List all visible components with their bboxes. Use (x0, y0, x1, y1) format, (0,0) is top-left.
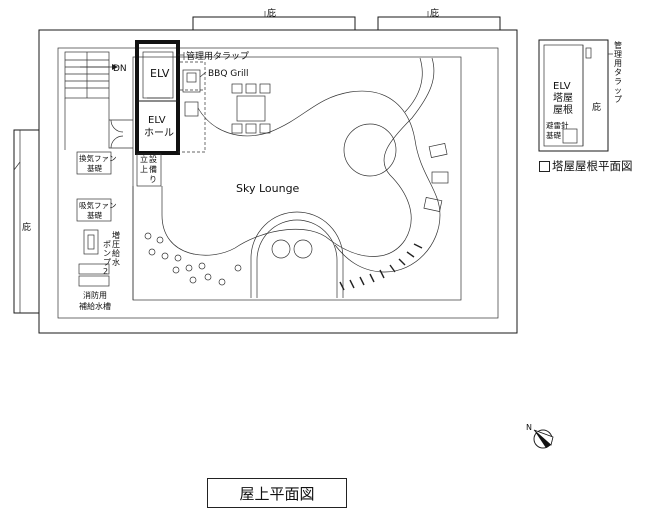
dining-table (231, 83, 271, 134)
door-swing (110, 119, 124, 133)
standpipe-2: 設 (149, 154, 157, 164)
core-walls (108, 98, 133, 149)
svg-text:消防用: 消防用 (83, 290, 107, 300)
eaves-label-3: 庇 (22, 221, 31, 233)
drawing-title: 屋上平面図 (207, 478, 347, 508)
bbq-label: BBQ Grill (208, 69, 248, 79)
eaves-top-right: 庇 (377, 7, 501, 30)
radial-ticks (339, 243, 423, 291)
dashed-zone (178, 61, 206, 153)
stepping-stones (144, 232, 242, 286)
svg-text:ッ: ッ (614, 86, 622, 95)
tub-seat-2 (293, 239, 313, 259)
semicircle-tub (256, 219, 338, 298)
intake-fan-1: 吸気ファン (79, 200, 117, 210)
trap-label: 管理用タラップ (186, 50, 249, 62)
svg-text:プ: プ (614, 95, 622, 104)
booster-pump: 増 圧 給 水 ポ ン プ 2 (83, 229, 120, 276)
deck-boundary (132, 56, 462, 301)
round-pool (343, 123, 397, 177)
svg-text:屋根: 屋根 (553, 103, 573, 116)
eaves-top-left: 庇 (192, 7, 356, 30)
elv-hall-label-1: ELV (148, 115, 166, 126)
intake-fan-base (76, 198, 112, 222)
svg-text:用: 用 (614, 59, 622, 68)
svg-text:塔屋: 塔屋 (553, 91, 573, 104)
svg-text:基礎: 基礎 (546, 130, 561, 140)
standpipe-4: 備 (149, 164, 157, 174)
legend-square (539, 160, 550, 172)
svg-text:管: 管 (614, 40, 622, 50)
svg-text:ン: ン (103, 249, 111, 258)
lounge-boundary (161, 57, 435, 257)
svg-text:庇: 庇 (592, 101, 601, 113)
standpipe-1: 立 (140, 154, 148, 164)
building-outline (38, 29, 518, 334)
svg-text:タ: タ (614, 68, 622, 77)
standpipe-3: 上 (140, 165, 148, 174)
north-label: N (526, 423, 532, 432)
svg-text:ELV: ELV (553, 81, 571, 92)
exhaust-fan-1: 換気ファン (79, 153, 117, 163)
svg-text:ポ: ポ (103, 240, 111, 249)
eaves-label-2: 庇 (430, 7, 439, 19)
elv-label: ELV (150, 67, 170, 80)
garden-path (197, 90, 441, 273)
elv-hall-label-2: ホール (144, 127, 174, 139)
svg-text:プ: プ (103, 258, 111, 267)
svg-text:避雷針: 避雷針 (546, 120, 569, 130)
penthouse-roof-plan: ELV 塔屋 屋根 避雷針 基礎 庇 管 理 用 タ ラ ッ プ (538, 39, 622, 152)
stairwell: DN (64, 51, 127, 99)
exhaust-fan-2: 基礎 (87, 163, 102, 173)
bbq-grill: BBQ Grill (182, 69, 248, 117)
elevator-core-wall (135, 40, 180, 155)
svg-text:増: 増 (112, 230, 120, 240)
penthouse-roof-title: 塔屋屋根平面図 (539, 158, 633, 174)
eaves-left: 庇 (13, 129, 39, 314)
svg-text:補給水槽: 補給水槽 (79, 301, 111, 311)
svg-text:圧: 圧 (112, 240, 120, 249)
svg-text:理: 理 (614, 50, 622, 59)
north-arrow: N (526, 423, 554, 449)
lounge-chairs (423, 143, 449, 212)
intake-fan-2: 基礎 (87, 210, 102, 220)
fire-water-tank: 消防用 補給水槽 (78, 263, 111, 311)
sky-lounge-label: Sky Lounge (236, 182, 300, 195)
standpipe-box (136, 153, 162, 187)
penthouse-roof-title-text: 塔屋屋根平面図 (552, 159, 633, 173)
svg-text:水: 水 (112, 257, 120, 267)
tub-seat-1 (271, 239, 291, 259)
parapet-line (57, 47, 499, 319)
standpipe-5: り (149, 175, 157, 184)
dn-label: DN (113, 64, 127, 74)
exhaust-fan-base (76, 151, 112, 175)
svg-text:給: 給 (112, 248, 120, 258)
svg-text:ラ: ラ (614, 77, 622, 86)
eaves-label-1: 庇 (267, 7, 276, 19)
svg-text:2: 2 (103, 267, 108, 276)
